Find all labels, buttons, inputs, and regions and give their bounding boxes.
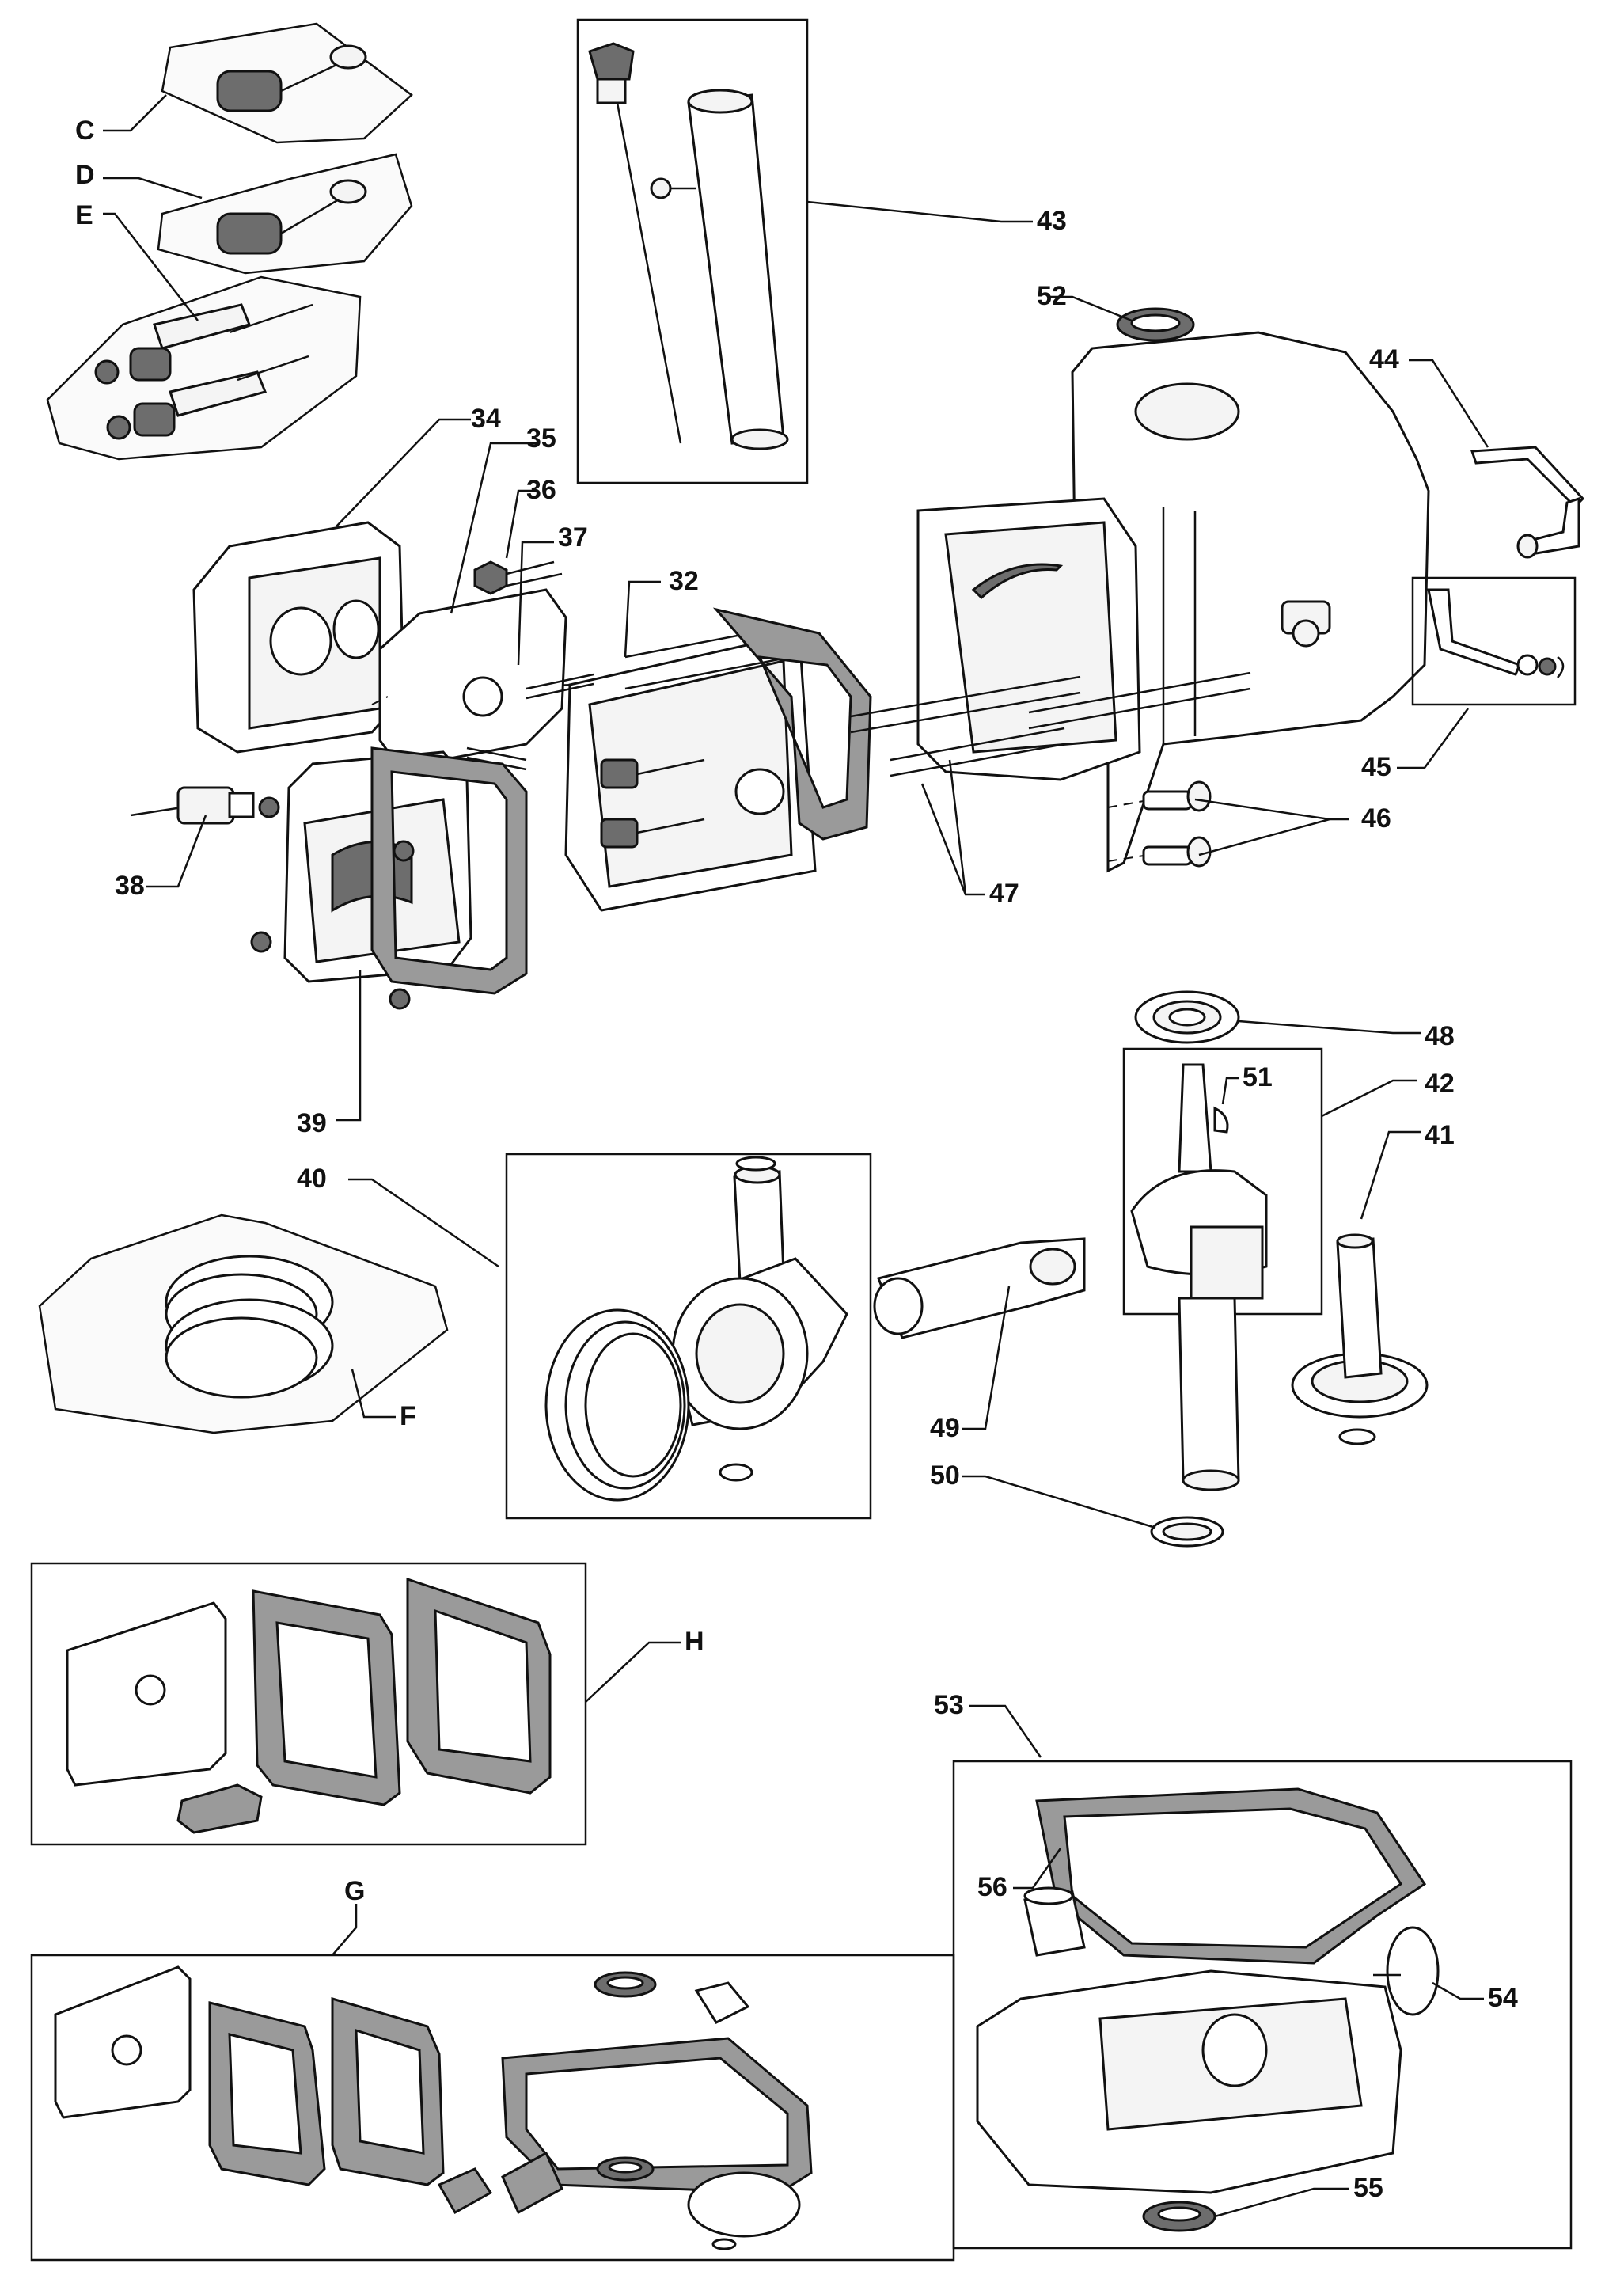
piston-ring-set-f (38, 1213, 449, 1434)
callout-40: 40 (297, 1164, 327, 1194)
breather-hose-44 (1470, 446, 1585, 559)
woodruff-key-51 (1213, 1106, 1229, 1134)
callout-53: 53 (934, 1690, 964, 1720)
rocker-arm-kit-e (46, 275, 362, 461)
valve-spring-kit-c (161, 22, 413, 144)
callout-44: 44 (1369, 344, 1399, 374)
muffler-bolt-36 (473, 560, 563, 595)
valve-cover-gasket (370, 746, 528, 995)
gasket-kit-h-box (30, 1562, 587, 1846)
callout-32: 32 (669, 566, 699, 596)
callout-labels: C D E 34 35 36 37 32 38 39 40 43 52 44 4… (75, 116, 1518, 2203)
callout-39: 39 (297, 1108, 327, 1138)
callout-47: 47 (989, 879, 1019, 909)
callout-34: 34 (471, 404, 501, 434)
callout-d: D (75, 160, 95, 190)
main-bearing-48 (1134, 990, 1240, 1044)
callout-54: 54 (1488, 1983, 1518, 2013)
callout-e: E (75, 200, 93, 230)
callout-37: 37 (558, 522, 588, 553)
callout-52: 52 (1037, 281, 1067, 311)
cylinder-head-gasket (712, 607, 872, 841)
oil-sump-box-53 (952, 1760, 1573, 2250)
oil-seal-55 (1142, 2201, 1216, 2232)
valve-spring-kit-d (157, 153, 413, 275)
lever-clip-detail-45 (1411, 576, 1577, 706)
callout-55: 55 (1353, 2173, 1383, 2203)
callout-48: 48 (1425, 1021, 1455, 1051)
callout-43: 43 (1037, 206, 1067, 236)
callout-50: 50 (930, 1460, 960, 1491)
camshaft-41 (1291, 1233, 1429, 1445)
oil-seal-52 (1116, 307, 1195, 342)
cylinder-studs-47 (850, 675, 1081, 777)
callout-49: 49 (930, 1413, 960, 1443)
callout-41: 41 (1425, 1120, 1455, 1150)
callout-51: 51 (1243, 1062, 1273, 1092)
callout-35: 35 (526, 423, 556, 454)
callout-38: 38 (115, 871, 145, 901)
thrust-washer-50 (1150, 1516, 1224, 1548)
callout-g: G (344, 1876, 365, 1906)
leader-lines (103, 94, 1489, 2218)
connecting-rod-49 (873, 1237, 1086, 1339)
callout-56: 56 (977, 1872, 1007, 1902)
dipstick-tube-group (576, 18, 809, 484)
gasket-kit-g-box (30, 1954, 955, 2262)
callout-f: F (400, 1401, 416, 1431)
muffler-stud-37 (466, 673, 594, 771)
callout-c: C (75, 116, 95, 146)
callout-36: 36 (526, 475, 556, 505)
callout-45: 45 (1361, 752, 1391, 782)
callout-46: 46 (1361, 803, 1391, 834)
callout-42: 42 (1425, 1069, 1455, 1099)
piston-assembly-box-40 (505, 1153, 872, 1520)
engine-crankcase-block (916, 331, 1430, 873)
spark-plug-38 (130, 786, 255, 825)
cylinder-head-32 (466, 624, 817, 912)
callout-h: H (685, 1627, 704, 1657)
crankshaft-box-42 (1122, 1047, 1323, 1491)
muffler-34 (192, 521, 405, 754)
